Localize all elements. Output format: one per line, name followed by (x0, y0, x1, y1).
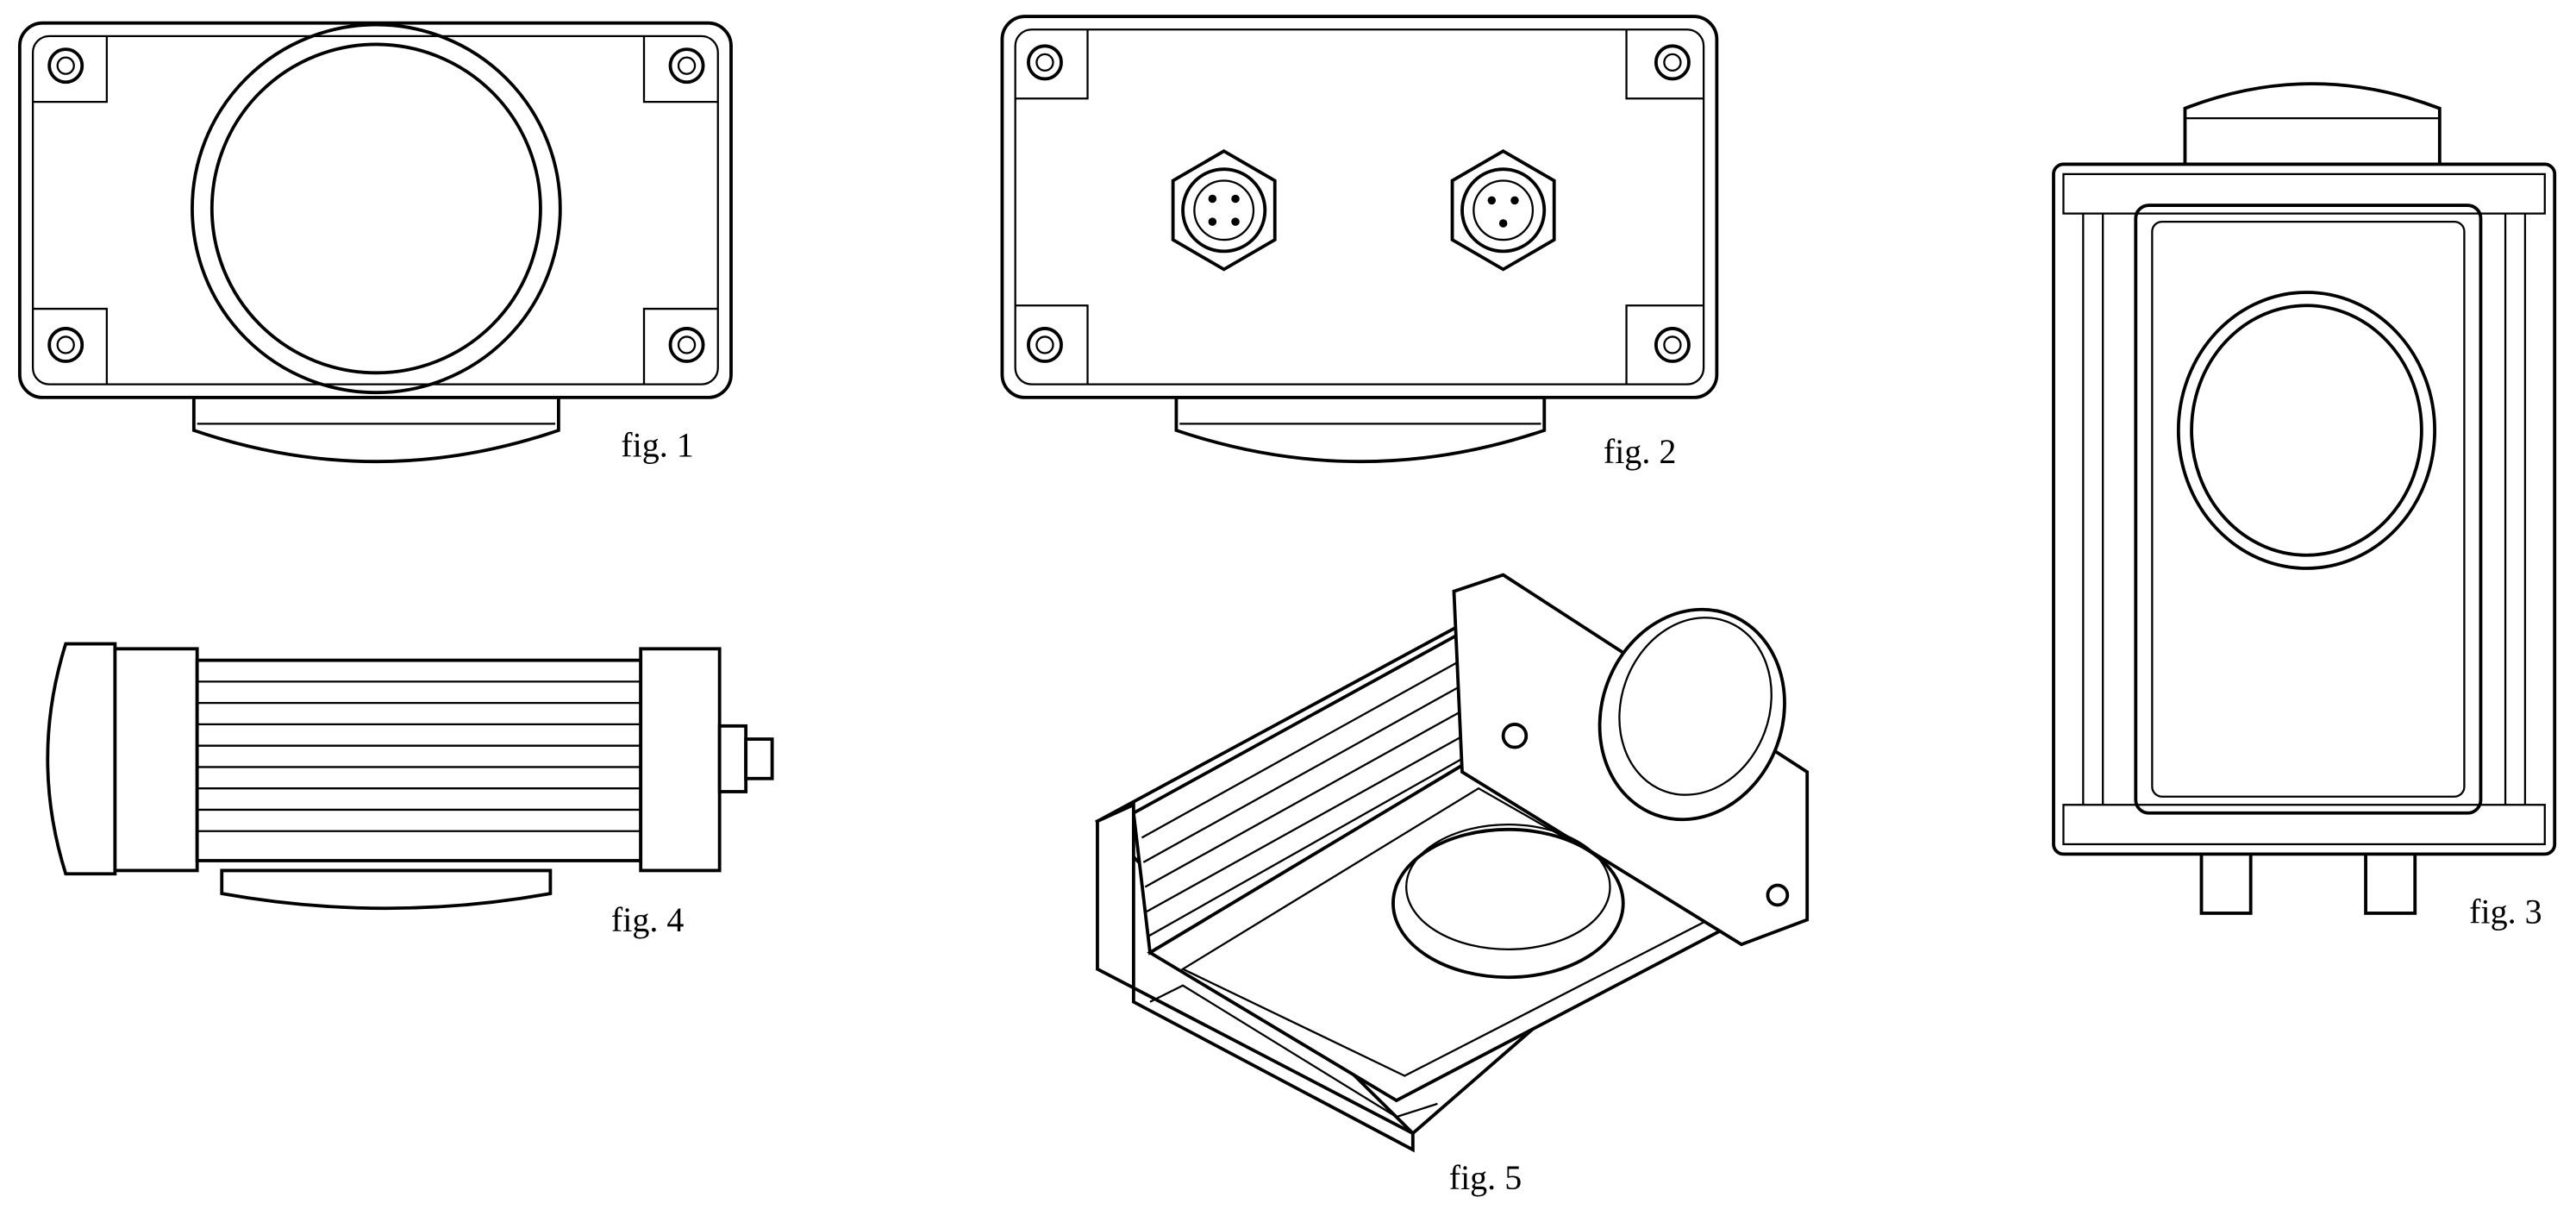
figure-1-front-view: fig. 1 (17, 21, 733, 464)
figure-label: fig. 5 (1449, 1158, 1522, 1197)
heat-sink-fins (197, 680, 641, 832)
figure-label: fig. 4 (611, 900, 684, 939)
figure-label: fig. 1 (621, 425, 693, 464)
screw-icon (1027, 44, 1691, 363)
figure-3-top-view: fig. 3 (2052, 82, 2557, 931)
figure-5-perspective-view: fig. 5 (1094, 573, 1810, 1197)
connector-3pin-icon (1450, 149, 1556, 272)
figure-4-side-view: fig. 4 (46, 642, 774, 939)
connector-4pin-icon (1171, 149, 1277, 272)
figure-2-back-view: fig. 2 (1000, 15, 1719, 471)
screw-icon (47, 47, 705, 363)
figure-label: fig. 2 (1604, 432, 1676, 471)
heat-sink-fins (1141, 655, 1474, 937)
figure-label: fig. 3 (2469, 892, 2542, 931)
